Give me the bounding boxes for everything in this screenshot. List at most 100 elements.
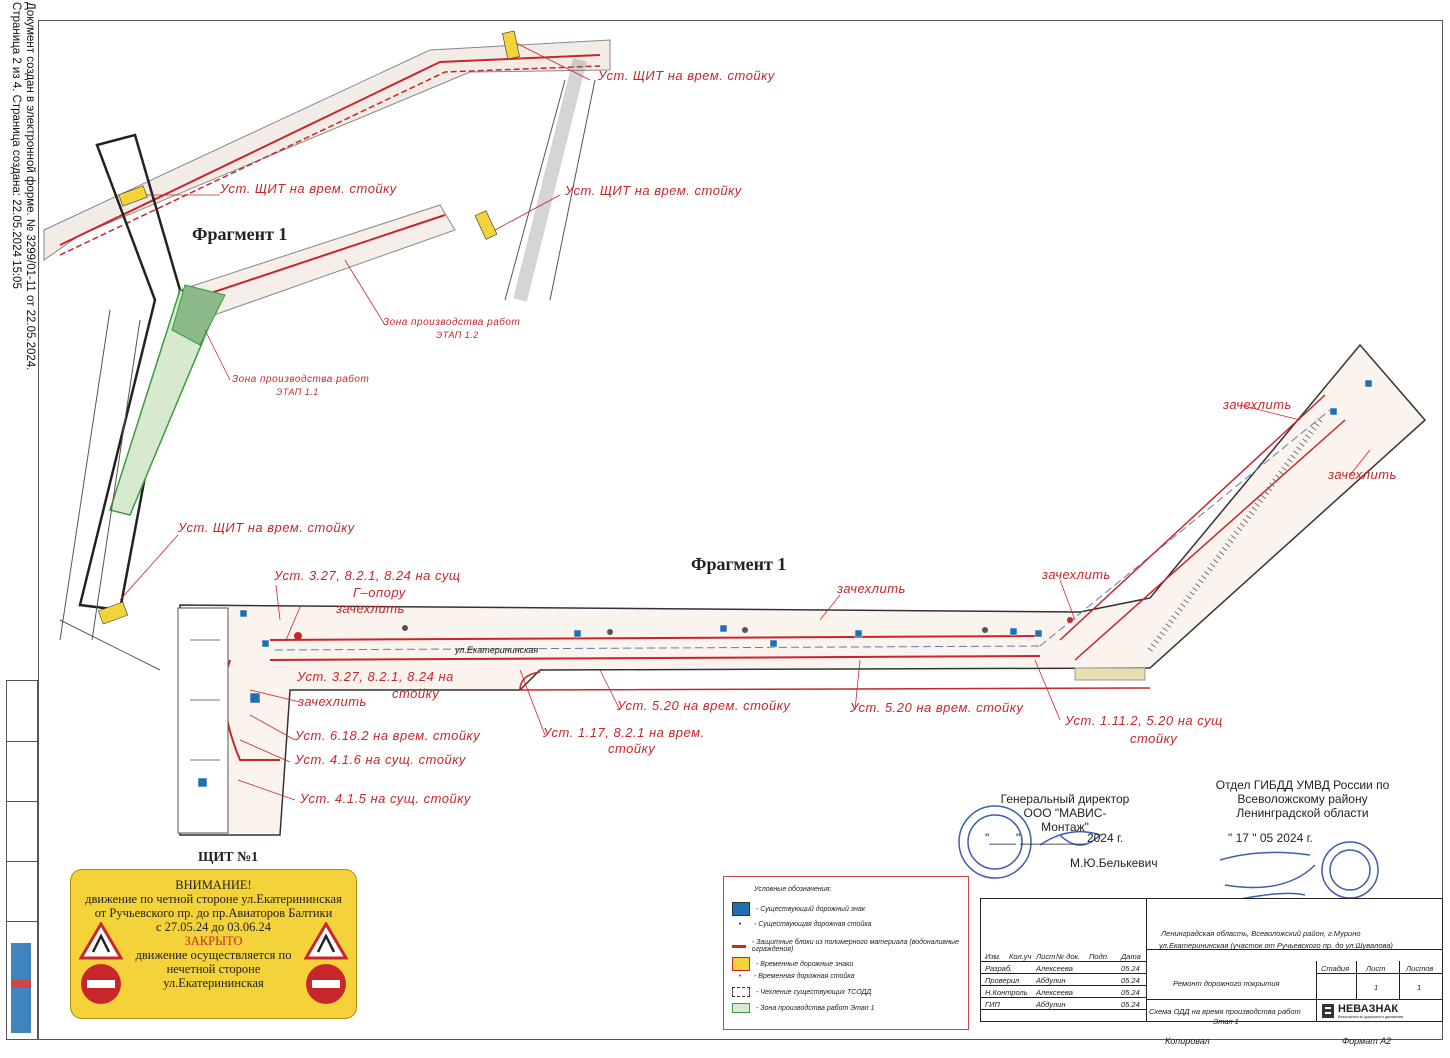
shield-line: движение осуществляется по (135, 948, 292, 962)
tb-header: Дата (1121, 952, 1141, 961)
tb-role: ГИП (985, 1000, 1000, 1009)
fragment-label-main: Фрагмент 1 (691, 554, 787, 574)
tb-date: 05.24 (1121, 964, 1140, 973)
sticker (11, 943, 31, 1033)
copied-label: Копировал (1165, 1036, 1210, 1046)
company-logo: НЕВАЗНАК безопасность дорожного движения (1321, 1003, 1437, 1019)
approval-right-line: Отдел ГИБДД УМВД России по (1215, 778, 1390, 792)
barrier-line-icon (732, 944, 746, 948)
approval-left-name: М.Ю.Белькевич (1070, 856, 1158, 870)
drawing-frame (38, 20, 1443, 1040)
shield-closed: ЗАКРЫТО (184, 934, 243, 948)
shield-attention: ВНИМАНИЕ! (175, 878, 252, 892)
annotation: Уст. ЩИТ на врем. стойку (598, 68, 775, 83)
fragment-label-top: Фрагмент 1 (192, 224, 288, 244)
tb-work: Ремонт дорожного покрытия (1173, 979, 1280, 988)
tb-stage-value: 1 (1374, 983, 1379, 992)
approval-right-line: Всеволожскому району (1237, 792, 1368, 806)
tb-stage-header: Лист (1366, 964, 1386, 973)
shield-notice: ВНИМАНИЕ! движение по четной стороне ул.… (70, 869, 357, 1019)
approval-left-line: Генеральный директор (1000, 792, 1130, 806)
annotation: стойку (608, 741, 656, 756)
annotation: Г–опору (353, 585, 406, 600)
annotation: Уст. 4.1.5 на сущ. стойку (300, 791, 471, 806)
tb-street: ул.Екатерининская (участок от Ручьевског… (1159, 941, 1393, 950)
shield-line: ул.Екатерининская (163, 976, 264, 990)
tb-role: Проверил (985, 976, 1020, 985)
shield-line: от Ручьевского пр. до пр.Авиаторов Балти… (94, 906, 333, 920)
approval-left-date: "____"__________2024 г. (985, 831, 1124, 845)
annotation: ЭТАП 1.2 (436, 330, 479, 340)
shield-line: с 27.05.24 до 03.06.24 (155, 920, 272, 934)
shield-line: нечетной стороне (166, 962, 261, 976)
annotation: Уст. ЩИТ на врем. стойку (178, 520, 355, 535)
annotation: Уст. 1.11.2, 5.20 на сущ (1065, 713, 1223, 728)
annotation: зачехлить (298, 694, 367, 709)
tb-header: Изм. (985, 952, 1001, 961)
annotation: зачехлить (837, 581, 906, 596)
annotation: зачехлить (1223, 397, 1292, 412)
legend-item: - Существующая дорожная стойка (754, 921, 872, 928)
roadwork-sign-icon (304, 922, 348, 1004)
legend-item: - Зона производства работ Этап 1 (756, 1004, 875, 1012)
annotation: Уст. 6.18.2 на врем. стойку (295, 728, 481, 743)
tb-name: Алексеева (1036, 964, 1073, 973)
annotation: ЭТАП 1.1 (276, 387, 319, 397)
legend-item: - Временные дорожные знаки (756, 960, 854, 968)
title-block: Ленинградская область, Всеволожский райо… (980, 898, 1443, 1026)
annotation: Уст. 5.20 на врем. стойку (850, 700, 1024, 715)
tb-header: Лист (1036, 952, 1056, 961)
shield-line: движение по четной стороне ул.Екатеринин… (85, 892, 342, 906)
company-logo-icon (1322, 1004, 1334, 1018)
approval-right: Отдел ГИБДД УМВД России по Всеволожскому… (1210, 778, 1395, 820)
street-label: ул.Екатерининская (455, 645, 539, 655)
tb-name: Абдулин (1036, 976, 1066, 985)
approval-right-date: " 17 " 05 2024 г. (1228, 831, 1313, 845)
format-label: Формат А2 (1342, 1036, 1392, 1046)
dot-icon: • (738, 921, 742, 928)
annotation: зачехлить (1042, 567, 1111, 582)
tb-stage-value: 1 (1417, 983, 1422, 992)
tb-scheme: Схема ОДД на время производства работ (1149, 1007, 1301, 1016)
approval-left-line: ООО "МАВИС-Монтаж" (1023, 806, 1107, 834)
tb-name: Алексеева (1036, 988, 1073, 997)
company-sub: безопасность дорожного движения (1338, 1014, 1404, 1019)
tb-name: Абдулин (1036, 1000, 1066, 1009)
approval-right-line: Ленинградской области (1236, 806, 1369, 820)
legend-item: - Временная дорожная стойка (754, 973, 855, 980)
tb-header: Кол.уч (1009, 952, 1032, 961)
roadwork-sign-icon (79, 922, 123, 1004)
shield-title: ЩИТ №1 (198, 850, 259, 865)
annotation: стойку (1130, 731, 1178, 746)
annotation: Уст. ЩИТ на врем. стойку (220, 181, 397, 196)
tb-stage: Этап 1 (1213, 1017, 1239, 1026)
annotation: Уст. 5.20 на врем. стойку (617, 698, 791, 713)
annotation: зачехлить (1328, 467, 1397, 482)
legend: Условные обозначения: - Существующий дор… (723, 876, 969, 1030)
left-margin-strip (6, 680, 38, 1040)
tb-header: Подп. (1089, 952, 1109, 961)
tb-location: Ленинградская область, Всеволожский райо… (1161, 929, 1361, 938)
sign-icon (732, 902, 750, 916)
tb-date: 05.24 (1121, 988, 1140, 997)
temp-post-icon: • (738, 973, 742, 980)
annotation: Уст. 1.17, 8.2.1 на врем. (543, 725, 705, 740)
annotation: стойку (392, 686, 440, 701)
tb-stage-header: Листов (1406, 964, 1434, 973)
annotation: Уст. ЩИТ на врем. стойку (565, 183, 742, 198)
cover-icon (732, 987, 750, 997)
tb-stage-header: Стадия (1321, 964, 1350, 973)
legend-title: Условные обозначения: (754, 886, 832, 893)
legend-item: - Защитные блоки из полимерного материал… (751, 939, 959, 953)
legend-item: - Чехление существующих ТСОДД (756, 988, 872, 996)
approval-left: Генеральный директор ООО "МАВИС-Монтаж" (1000, 792, 1130, 834)
annotation: зачехлить (336, 601, 405, 616)
tb-date: 05.24 (1121, 1000, 1140, 1009)
tb-header: № док. (1056, 952, 1081, 961)
annotation: Уст. 3.27, 8.2.1, 8.24 на сущ (274, 568, 461, 583)
annotation: Зона производства работ (383, 317, 521, 328)
company-name: НЕВАЗНАК (1338, 1003, 1399, 1015)
temp-sign-icon (732, 957, 750, 971)
tb-role: Разраб. (985, 964, 1013, 973)
